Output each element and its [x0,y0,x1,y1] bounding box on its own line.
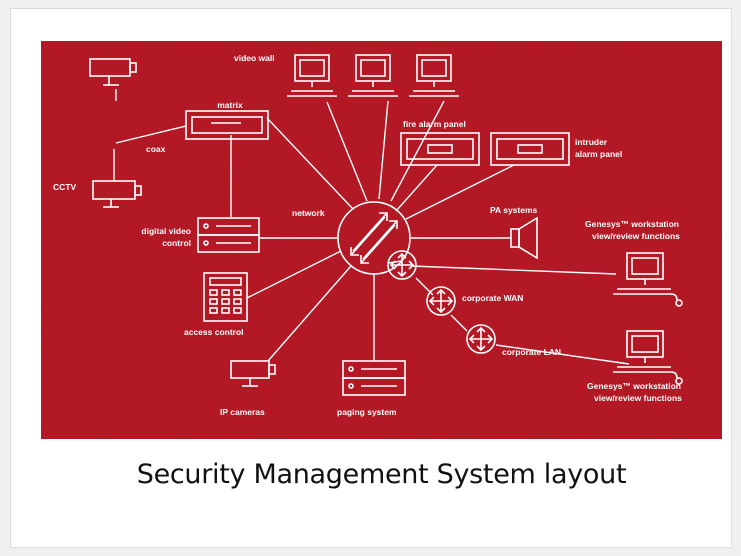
security-system-diagram: matrix coax CCTV video wall fire a [41,41,722,439]
router-icon-3 [466,324,496,354]
ip-camera-icon [230,360,276,387]
label-genesys-workstation-2: Genesys™ workstation [587,381,681,391]
label-paging-system: paging system [337,407,397,417]
label-digital-video: digital video [141,226,191,236]
label-cctv: CCTV [53,182,76,192]
network-hub-icon [337,201,411,275]
label-view-review-2: view/review functions [594,393,682,403]
label-ip-cameras: IP cameras [220,407,265,417]
label-pa-systems: PA systems [490,205,538,215]
cctv-camera-icon [89,58,137,86]
matrix-switcher-icon [185,110,269,140]
label-intruder: intruder [575,137,608,147]
router-icon [387,250,417,280]
alarm-panel-icon-2 [490,132,570,166]
paging-unit-icon [342,360,406,396]
video-wall-monitors [287,54,459,97]
label-control: control [162,238,191,248]
label-genesys-workstation-1: Genesys™ workstation [585,219,679,229]
label-access-control: access control [184,327,244,337]
label-network: network [292,208,325,218]
workstation-icon-2 [613,330,683,385]
label-corporate-lan: corporate LAN [502,347,561,357]
label-alarm-panel: alarm panel [575,149,622,159]
label-video-wall: video wall [234,53,275,63]
speaker-icon [510,216,538,260]
label-corporate-wan: corporate WAN [462,293,523,303]
alarm-panel-icon [400,132,480,166]
figure-caption: Security Management System layout [136,459,627,490]
connection-lines [113,89,630,365]
monitor-icon [409,54,459,97]
monitor-icon [348,54,398,97]
diagram-panel: matrix coax CCTV video wall fire a [41,41,722,439]
keypad-icon [203,272,248,322]
label-fire-alarm-panel: fire alarm panel [403,119,466,129]
label-matrix: matrix [217,100,243,110]
cctv-camera-icon-2 [92,180,142,208]
router-icon-2 [426,286,456,316]
label-view-review-1: view/review functions [592,231,680,241]
label-coax: coax [146,144,166,154]
workstation-icon [613,252,683,307]
dvr-icon [197,217,260,253]
monitor-icon [287,54,337,97]
